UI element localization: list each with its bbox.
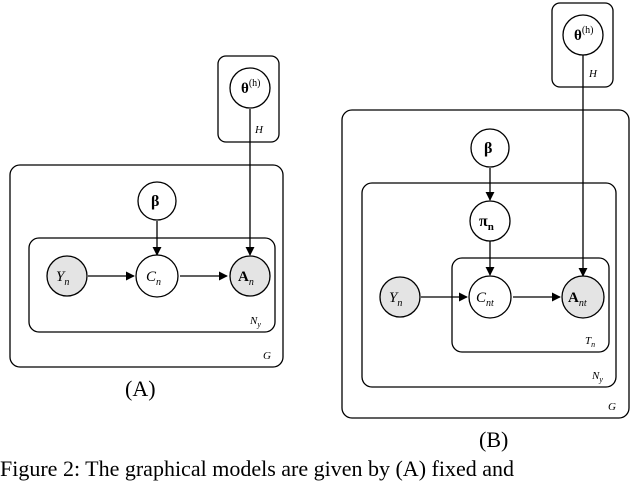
node-b-y-label: Y <box>389 290 399 306</box>
node-a-y-sub: n <box>64 277 69 288</box>
node-a-beta-label: β <box>151 193 159 210</box>
panel-b-label: (B) <box>479 427 508 452</box>
plate-a-g <box>9 164 284 368</box>
node-a-theta: θ(h) <box>229 67 271 109</box>
node-a-theta-sup: (h) <box>249 78 261 89</box>
node-b-theta-sup: (h) <box>582 25 594 36</box>
plate-b-g-label: G <box>608 401 616 413</box>
node-b-y: Yn <box>379 276 421 318</box>
node-b-pi-sub: n <box>488 221 494 233</box>
svg-text:An: An <box>238 269 254 288</box>
plate-a-h-label: H <box>254 124 264 136</box>
plate-a-ny-sub: y <box>256 320 261 329</box>
node-a-y: Yn <box>46 255 88 297</box>
node-b-c-sub: nt <box>486 298 494 309</box>
svg-text:Cnt: Cnt <box>476 290 494 309</box>
svg-text:Tn: Tn <box>585 335 595 349</box>
plate-b-h-label: H <box>588 68 598 80</box>
node-a-beta: β <box>137 181 177 221</box>
node-b-a-sub: nt <box>579 298 587 309</box>
node-a-c-label: C <box>146 269 157 285</box>
plate-b-tn-label: T <box>585 335 592 347</box>
node-b-a-label: A <box>568 290 579 306</box>
node-a-y-label: Y <box>56 269 66 285</box>
node-a-a: An <box>229 255 271 297</box>
svg-text:Ny: Ny <box>591 370 603 384</box>
node-b-pi-label: π <box>479 213 488 230</box>
plate-b-tn <box>451 257 610 353</box>
plate-b-g <box>341 109 630 419</box>
panel-b: θ(h) β πn Yn Cnt Ant H Tn Ny G (B) <box>341 2 630 452</box>
node-a-a-sub: n <box>249 277 254 288</box>
svg-text:Ny: Ny <box>249 315 261 329</box>
svg-text:θ(h): θ(h) <box>241 78 261 97</box>
node-b-c: Cnt <box>468 275 512 319</box>
node-a-theta-label: θ <box>241 81 249 97</box>
svg-text:Ant: Ant <box>568 290 587 309</box>
panel-a-label: (A) <box>125 376 156 401</box>
node-b-theta-label: θ <box>574 28 582 44</box>
plate-a-ny <box>28 237 276 333</box>
node-b-beta: β <box>470 128 510 168</box>
panel-a: θ(h) β Yn Cn An H Ny G (A) <box>9 55 284 401</box>
svg-text:πn: πn <box>479 213 494 233</box>
node-a-c: Cn <box>135 254 179 298</box>
figure-caption: Figure 2: The graphical models are given… <box>0 456 514 481</box>
svg-text:Yn: Yn <box>56 269 69 288</box>
plate-a-h <box>217 55 280 143</box>
plate-b-tn-sub: n <box>591 340 595 349</box>
node-b-y-sub: n <box>397 298 402 309</box>
plate-b-ny <box>361 182 617 388</box>
node-b-beta-label: β <box>484 140 492 157</box>
svg-text:θ(h): θ(h) <box>574 25 594 44</box>
plate-a-g-label: G <box>263 350 271 362</box>
node-b-theta: θ(h) <box>562 14 604 56</box>
node-b-c-label: C <box>476 290 487 306</box>
plate-b-ny-sub: y <box>598 375 603 384</box>
node-b-a: Ant <box>561 275 605 319</box>
node-a-a-label: A <box>238 269 249 285</box>
svg-text:Cn: Cn <box>146 269 161 288</box>
node-b-pi: πn <box>469 200 511 242</box>
plate-a-ny-label: N <box>249 315 258 327</box>
svg-text:Yn: Yn <box>389 290 402 309</box>
node-a-c-sub: n <box>156 277 161 288</box>
plate-b-ny-label: N <box>591 370 600 382</box>
